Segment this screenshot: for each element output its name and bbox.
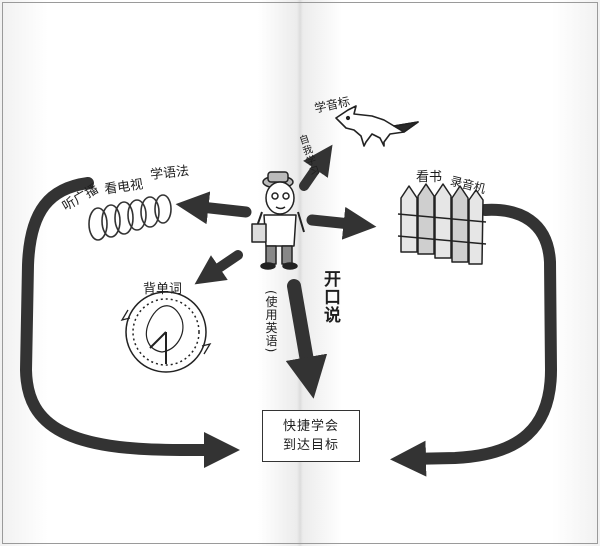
arrow-to-radio [175, 191, 252, 225]
label-memorize-words: 背单词 [143, 282, 183, 297]
radio-coil-icon [88, 194, 172, 241]
boy-figure-icon [251, 171, 305, 270]
goal-line-2: 到达目标 [282, 438, 339, 453]
label-learn-grammar: 学语法 [149, 163, 190, 183]
arrow-to-goal [285, 279, 328, 399]
left-loop-arrow [19, 177, 240, 468]
arrow-to-phonetics [299, 144, 333, 191]
label-use-english: (使用英语) [264, 290, 278, 354]
clock-icon [120, 291, 212, 373]
label-speak-out: 开口说 [320, 270, 340, 324]
fence-icon [397, 183, 487, 265]
label-read-books: 看书 [416, 170, 443, 185]
arrow-to-books [306, 206, 377, 240]
goal-box: 快捷学会 到达目标 [262, 410, 360, 462]
goal-line-1: 快捷学会 [282, 419, 339, 434]
arrow-to-words [194, 250, 243, 285]
fox-icon [335, 105, 419, 147]
right-loop-arrow [390, 203, 558, 477]
